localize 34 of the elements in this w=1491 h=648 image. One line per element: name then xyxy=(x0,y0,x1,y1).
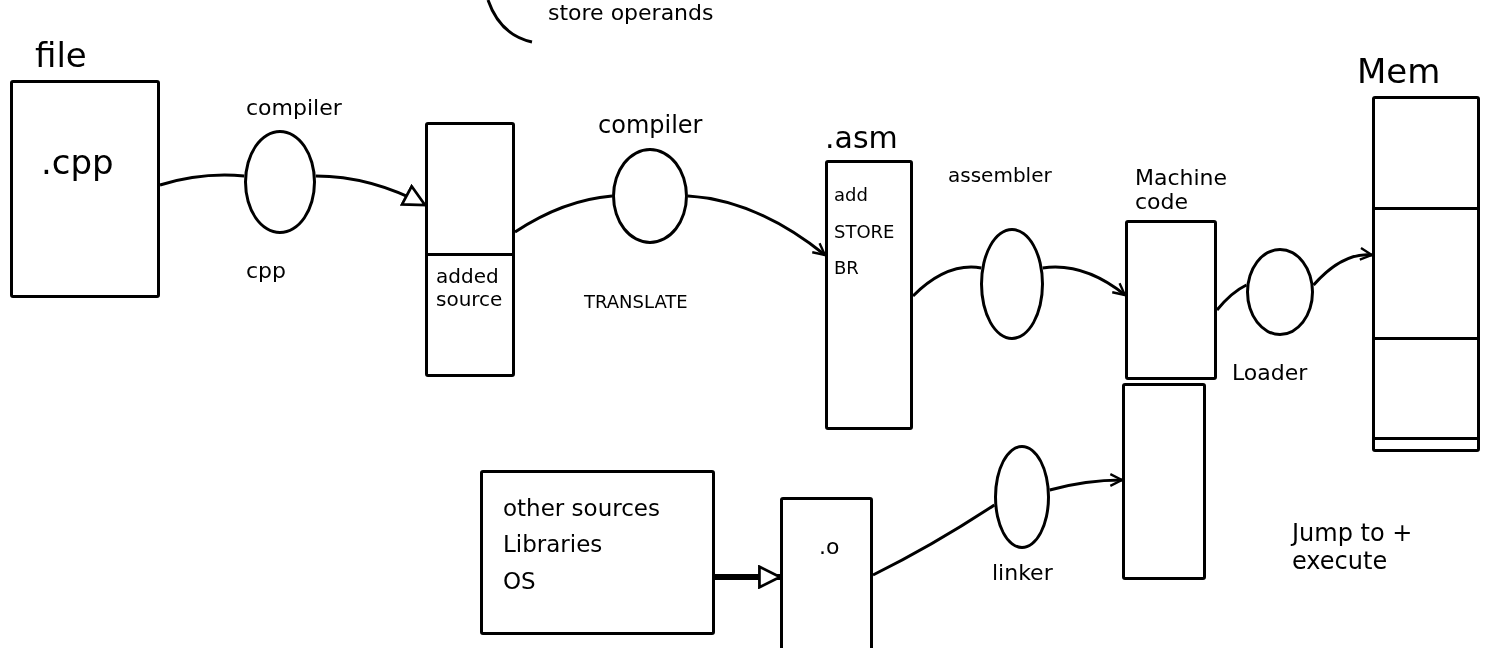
box-text: add xyxy=(834,185,868,206)
process-label: Jump to + execute xyxy=(1292,520,1414,576)
process-label: compiler xyxy=(598,112,703,140)
process-circle xyxy=(994,445,1050,549)
process-label: compiler xyxy=(246,95,342,121)
box-text: OS xyxy=(503,567,536,595)
arrow xyxy=(1312,247,1374,286)
empty-box xyxy=(1122,383,1206,580)
process-circle xyxy=(980,228,1044,340)
box-heading: Machine code xyxy=(1135,165,1229,214)
arrow xyxy=(715,565,782,589)
arrow xyxy=(1042,265,1127,297)
box-heading: file xyxy=(35,36,88,74)
process-circle xyxy=(612,148,688,244)
box-text: added source xyxy=(436,265,504,311)
process-circle xyxy=(1246,248,1314,336)
process-label: linker xyxy=(992,560,1053,586)
process-label: cpp xyxy=(246,258,287,284)
process-circle xyxy=(244,130,316,234)
process-label: store operands xyxy=(548,0,714,26)
box-text: Libraries xyxy=(503,531,603,558)
box-text: .o xyxy=(819,534,840,560)
box-text: STORE xyxy=(834,221,895,243)
box-heading: Mem xyxy=(1357,52,1442,90)
box-heading: .asm xyxy=(825,121,899,154)
process-label: assembler xyxy=(948,164,1052,187)
arrow xyxy=(1049,473,1124,492)
process-label: Loader xyxy=(1232,360,1308,386)
box-text: BR xyxy=(834,258,859,280)
arrow xyxy=(315,174,427,207)
box-text: .cpp xyxy=(41,143,114,183)
process-label: TRANSLATE xyxy=(584,292,688,313)
box-text: other sources xyxy=(503,495,660,522)
arrow xyxy=(687,194,827,257)
